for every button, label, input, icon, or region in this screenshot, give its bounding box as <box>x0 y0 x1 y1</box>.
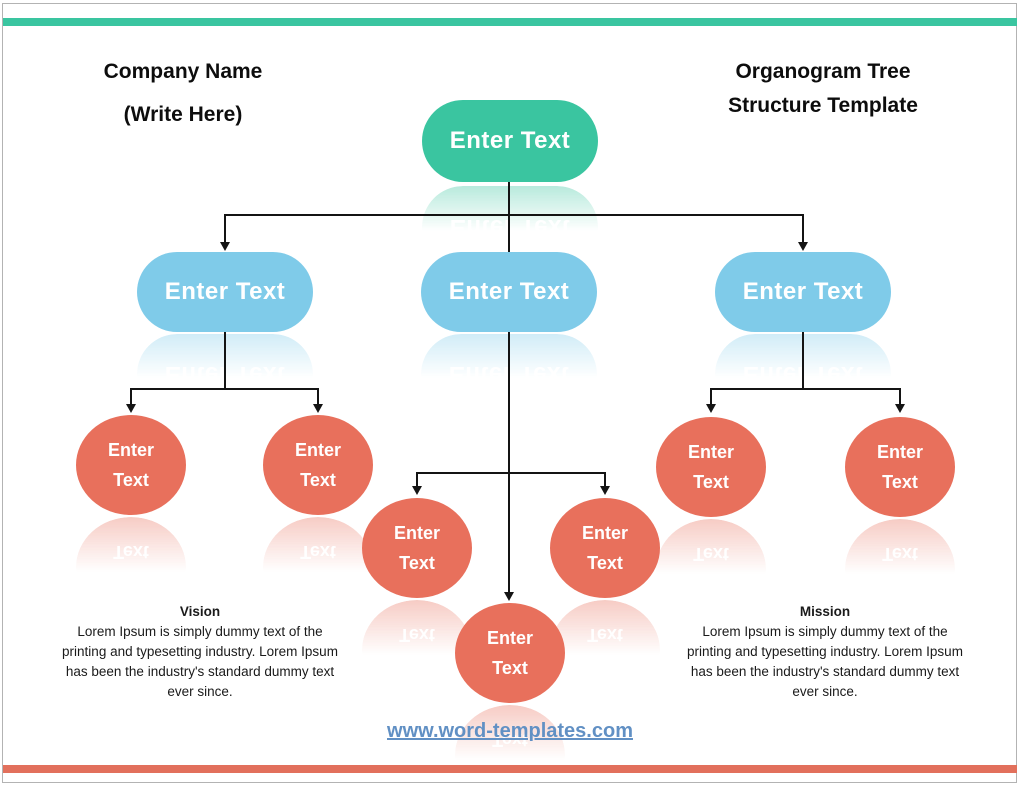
company-name-note: (Write Here) <box>123 103 243 126</box>
connector-rightbranch-drop1 <box>710 390 712 404</box>
org-node-level2-center[interactable]: Enter Text <box>421 252 597 332</box>
org-node-level2-right[interactable]: Enter Text <box>715 252 891 332</box>
org-node-leaf-right-1[interactable]: Enter Text <box>656 417 766 517</box>
template-title-line1: Organogram Tree <box>735 60 911 83</box>
org-node-root[interactable]: Enter Text <box>422 100 598 182</box>
connector-root-vertical <box>508 180 510 216</box>
connector-right-drop <box>802 216 804 242</box>
org-node-label: Enter Text <box>294 440 341 490</box>
org-node-label: Enter Text <box>107 440 154 490</box>
connector-rightbranch-horizontal <box>710 388 901 390</box>
connector-arrowhead <box>220 242 230 251</box>
connector-arrowhead <box>600 486 610 495</box>
template-title-line2: Structure Template <box>728 94 918 117</box>
connector-rightbranch-drop2 <box>899 390 901 404</box>
connector-arrowhead <box>412 486 422 495</box>
org-node-label: Enter Text <box>393 523 440 573</box>
mission-section: Mission Lorem Ipsum is simply dummy text… <box>683 604 967 702</box>
connector-arrowhead <box>895 404 905 413</box>
connector-arrowhead <box>706 404 716 413</box>
connector-leftbranch-drop1 <box>130 390 132 404</box>
mission-title: Mission <box>799 604 851 619</box>
org-node-leaf-right-2[interactable]: Enter Text <box>845 417 955 517</box>
connector-arrowhead <box>504 592 514 601</box>
website-link[interactable]: www.word-templates.com <box>387 720 633 742</box>
connector-left-drop <box>224 216 226 242</box>
org-node-leaf-mid-2[interactable]: Enter Text <box>550 498 660 598</box>
company-name-block: Company Name (Write Here) <box>63 60 303 127</box>
connector-arrowhead <box>798 242 808 251</box>
connector-rightbranch-vertical <box>802 332 804 389</box>
bottom-accent-bar <box>3 765 1017 773</box>
org-node-label: Enter Text <box>486 628 533 678</box>
org-node-leaf-mid-1[interactable]: Enter Text <box>362 498 472 598</box>
connector-level2-horizontal <box>224 214 804 216</box>
connector-centerbranch-drop2 <box>604 474 606 486</box>
vision-section: Vision Lorem Ipsum is simply dummy text … <box>58 604 342 702</box>
org-node-label: Enter Text <box>581 523 628 573</box>
connector-leftbranch-drop2 <box>317 390 319 404</box>
footer: www.word-templates.com <box>310 720 710 743</box>
node-reflection: Enter Text <box>455 705 565 789</box>
connector-center-long-vertical <box>508 216 510 592</box>
org-node-label: Enter Text <box>448 278 570 305</box>
vision-body: Lorem Ipsum is simply dummy text of the … <box>62 624 338 699</box>
org-node-level2-left[interactable]: Enter Text <box>137 252 313 332</box>
connector-leftbranch-vertical <box>224 332 226 389</box>
org-node-leaf-left-1[interactable]: Enter Text <box>76 415 186 515</box>
node-reflection: Enter Text <box>76 517 186 617</box>
org-node-label: Enter Text <box>876 442 923 492</box>
org-node-leaf-bottom[interactable]: Enter Text <box>455 603 565 703</box>
node-reflection: Enter Text <box>550 600 660 700</box>
org-node-leaf-left-2[interactable]: Enter Text <box>263 415 373 515</box>
org-node-label: Enter Text <box>742 278 864 305</box>
node-reflection: Enter Text <box>263 517 373 617</box>
connector-leftbranch-horizontal <box>130 388 319 390</box>
org-node-label: Enter Text <box>687 442 734 492</box>
connector-centerbranch-drop1 <box>416 474 418 486</box>
connector-arrowhead <box>126 404 136 413</box>
company-name-title: Company Name <box>103 60 263 83</box>
org-node-label: Enter Text <box>164 278 286 305</box>
connector-arrowhead <box>313 404 323 413</box>
connector-centerbranch-horizontal <box>416 472 606 474</box>
mission-body: Lorem Ipsum is simply dummy text of the … <box>687 624 963 699</box>
template-title: Organogram Tree Structure Template <box>703 55 943 123</box>
vision-title: Vision <box>179 604 221 619</box>
org-node-label: Enter Text <box>449 127 571 154</box>
top-accent-bar <box>3 18 1017 26</box>
